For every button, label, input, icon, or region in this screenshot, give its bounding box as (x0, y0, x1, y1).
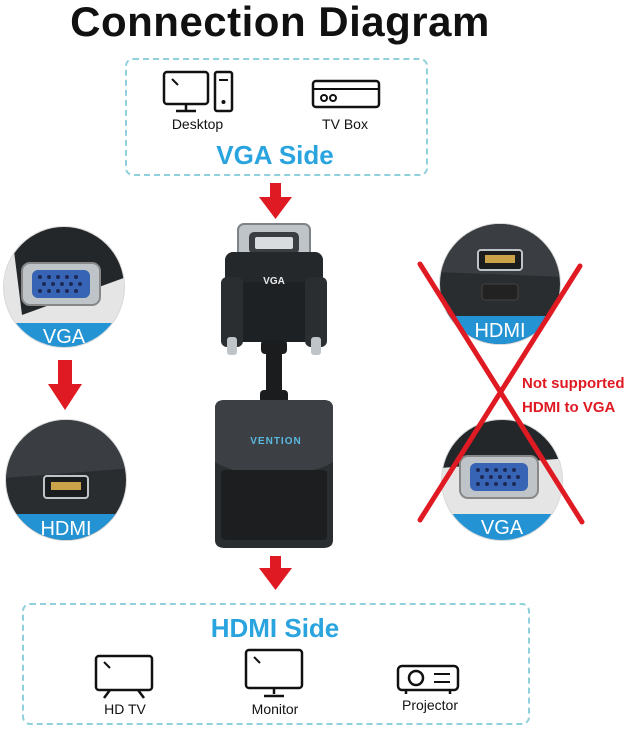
projector-icon (396, 664, 460, 694)
left-vga-label: VGA (42, 326, 86, 348)
vga-port-circle (3, 226, 125, 348)
device-label-tv-box: TV Box (322, 116, 368, 132)
adapter-connector-label: VGA (263, 276, 285, 287)
hdmi-port-circle (5, 419, 127, 541)
right-vga-label: VGA (480, 517, 524, 539)
right-hdmi-label: HDMI (474, 320, 526, 342)
vga-side-label: VGA Side (216, 140, 334, 170)
arrow-down-icon (259, 183, 292, 219)
monitor-icon (244, 648, 304, 698)
page-title: Connection Diagram (70, 0, 490, 45)
device-label-hd-tv: HD TV (104, 701, 146, 717)
arrow-down-icon (259, 556, 292, 590)
tv-icon (94, 654, 154, 699)
device-label-projector: Projector (401, 697, 459, 713)
device-label-desktop: Desktop (171, 116, 224, 132)
tv-box-icon (311, 79, 381, 109)
hdmi-side-box (22, 603, 530, 725)
device-label-monitor: Monitor (251, 701, 299, 717)
desktop-icon (162, 70, 234, 113)
hdmi-side-label: HDMI Side (210, 613, 340, 643)
not-supported-note: Not supported HDMI to VGA (522, 372, 640, 420)
not-supported-line-1: Not supported (522, 375, 625, 392)
not-supported-line-2: HDMI to VGA (522, 399, 616, 416)
vga-side-box (125, 58, 428, 176)
not-supported-cross-icon (417, 261, 585, 525)
arrow-down-icon (48, 360, 82, 410)
vga-to-hdmi-adapter (215, 223, 333, 548)
left-hdmi-label: HDMI (40, 518, 92, 540)
adapter-brand-label: VENTION (250, 436, 302, 447)
